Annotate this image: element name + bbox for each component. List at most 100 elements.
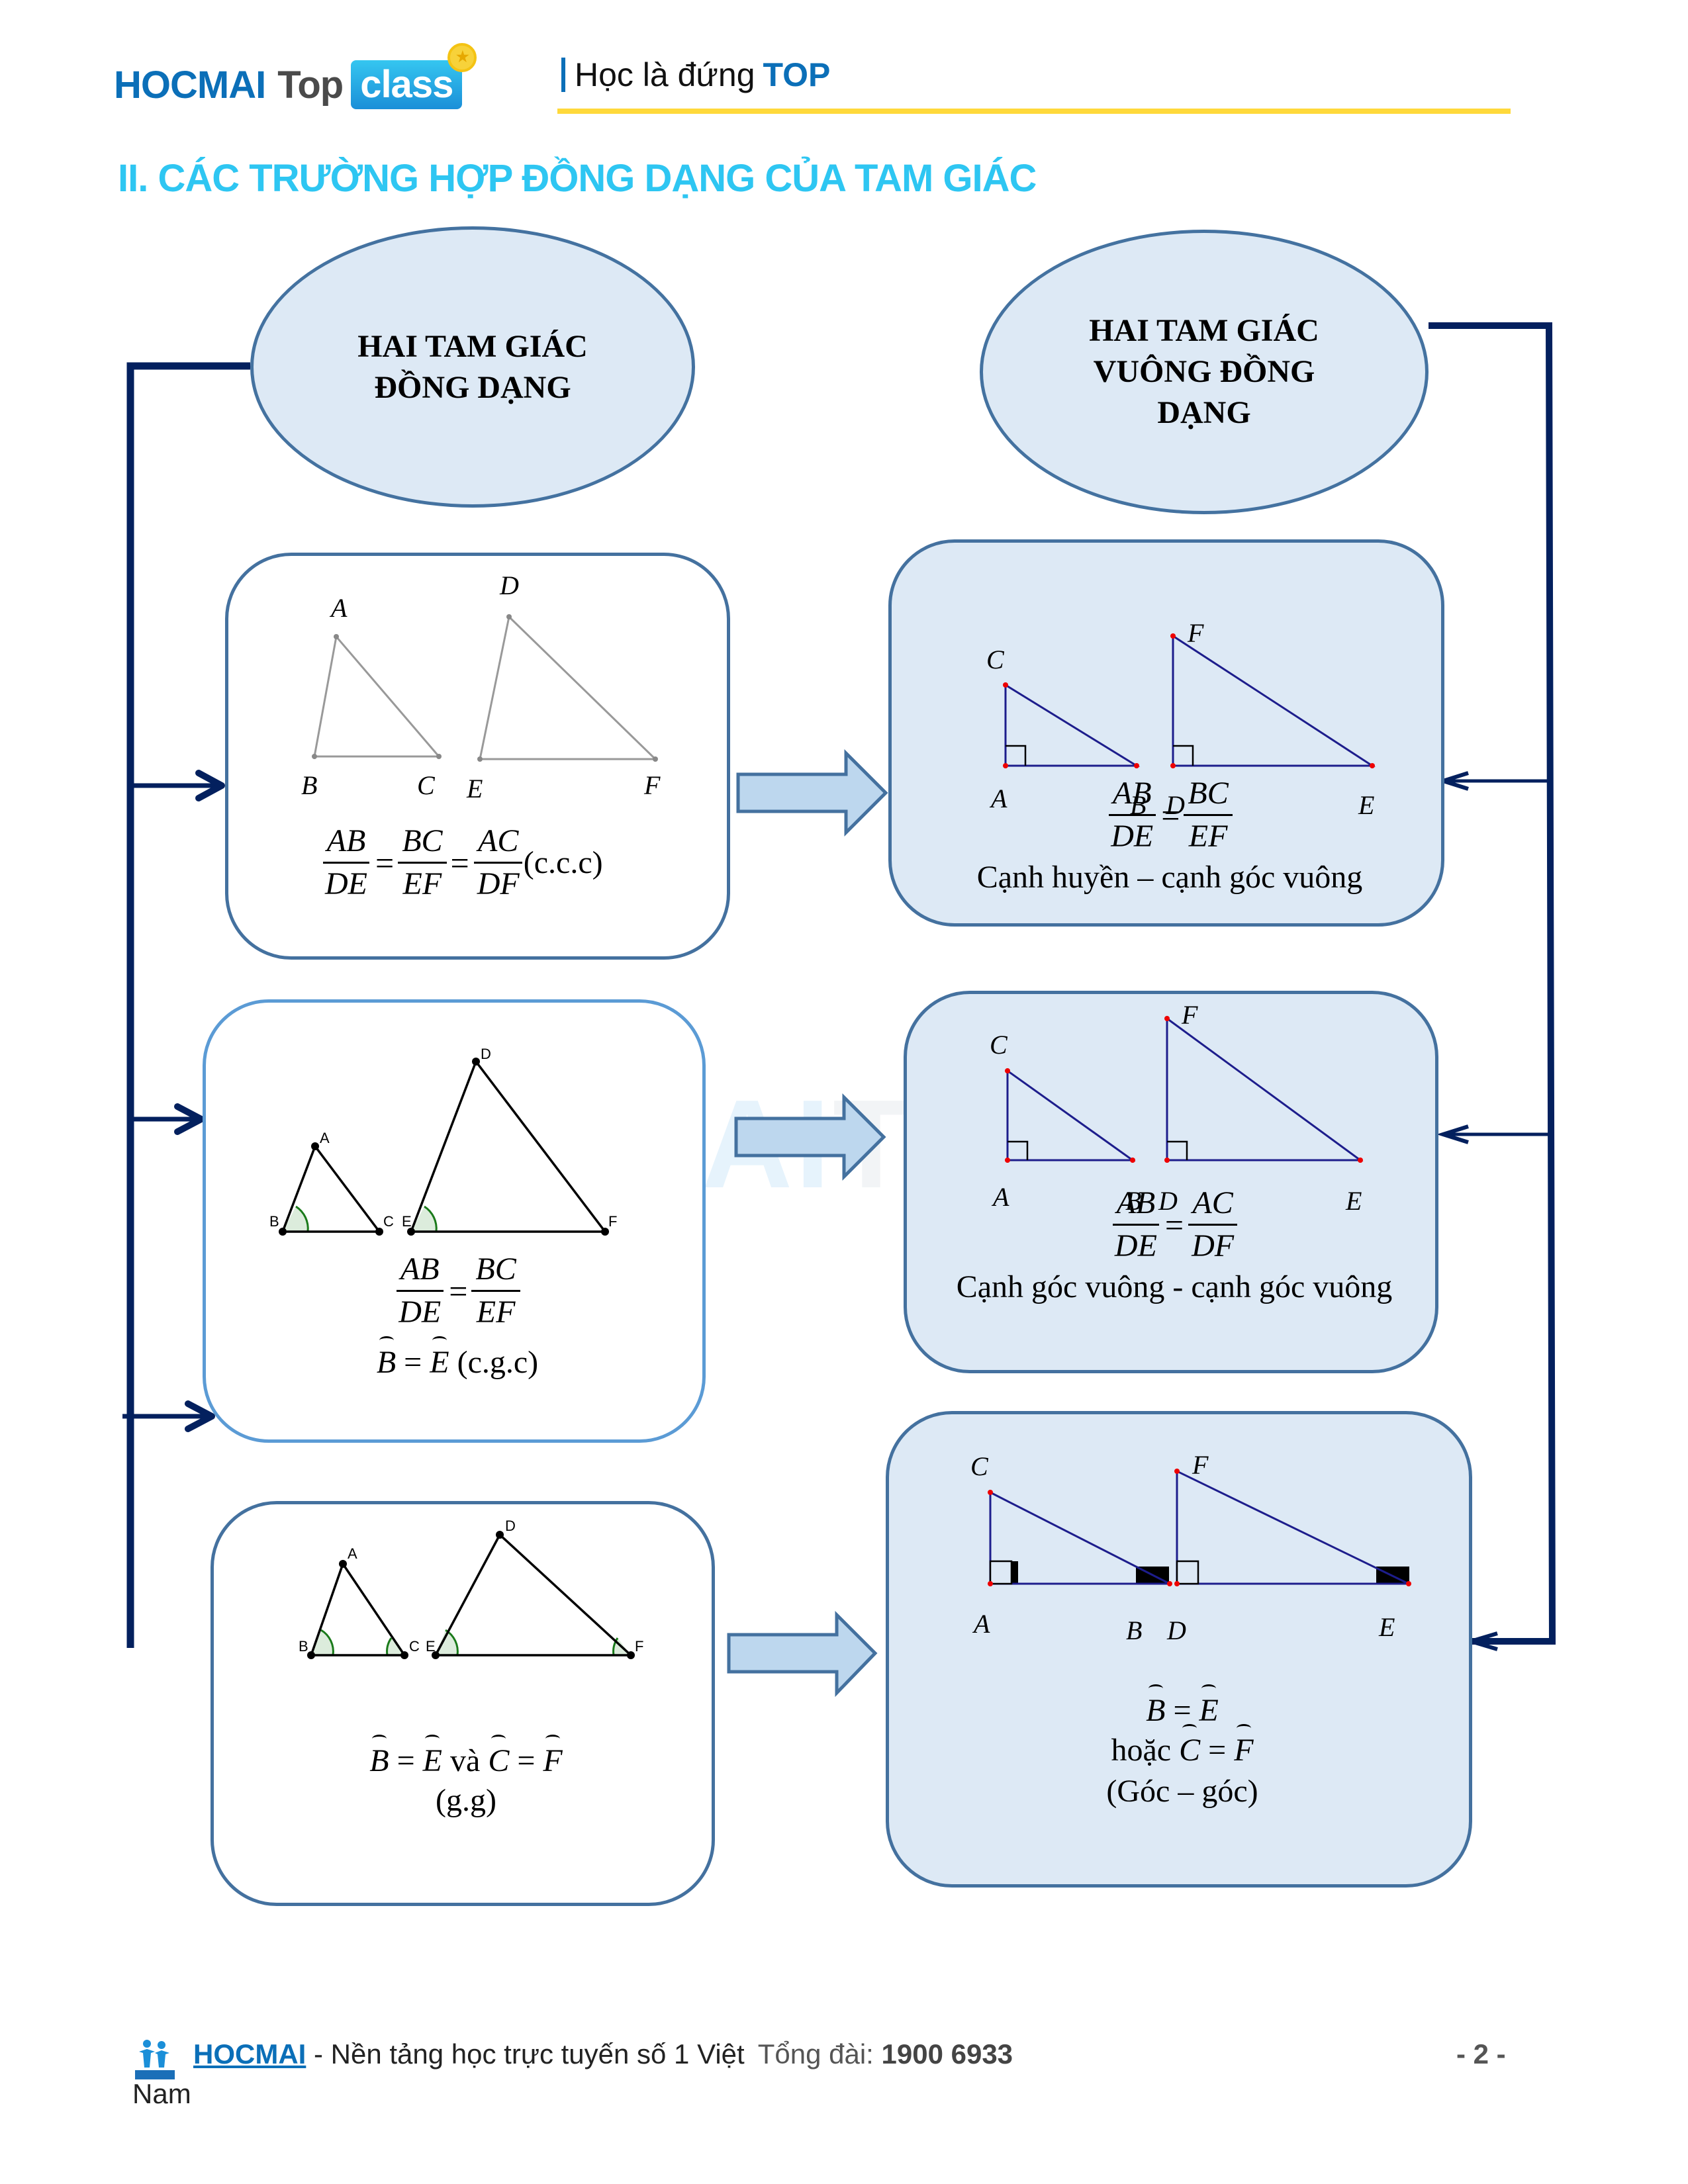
angle-symbol: B [376,1336,397,1380]
vertex-label: D [1165,790,1185,820]
joiner: và [450,1743,481,1778]
case-tag: (c.c.c) [523,845,603,880]
triangle-abc [281,1144,382,1233]
logo-top: Top [277,63,344,107]
angle-equation-2: hoặc C = F [889,1724,1476,1768]
vertex-label: B [299,1638,308,1655]
case-box-gg: A B C D E F B = E và C = F (g.g) [211,1501,715,1906]
angle-equation-cgc: B = E (c.g.c) [206,1336,709,1381]
triangle-abc [313,634,442,758]
vertex-label: A [329,593,348,623]
hocmai-link[interactable]: HOCMAI [193,2038,306,2070]
vertex-label: E [1358,790,1374,820]
heading-line: ĐỒNG DẠNG [374,369,571,405]
slogan-highlight: TOP [763,56,831,93]
slogan-prefix: Học là đứng [575,56,755,93]
equals-sign: = [397,1743,415,1778]
angle-symbol: C [1179,1724,1201,1768]
angle-symbol: B [1146,1684,1166,1728]
header-divider [557,109,1511,114]
triangle-def [409,1059,608,1233]
triangles-cgc: A B C D E F [269,1046,617,1236]
case-box-angle-angle: C A B F D E B = E hoặc C = F (Góc – góc) [886,1411,1472,1888]
triangle-abc [989,1490,1170,1585]
arrowhead-icon [1436,1124,1469,1144]
vertex-label: C [990,1030,1008,1060]
right-connector-line [1429,322,1556,1645]
vertex-label: E [1345,1186,1362,1216]
equals-sign: = [1208,1733,1227,1768]
logo-brand: HOCMAI [114,63,266,107]
logo-class-text: class [360,63,453,106]
vertex-label: D [1158,1186,1178,1216]
angle-symbol: B [369,1735,389,1778]
vertex-label: F [643,770,661,800]
vertex-label: B [269,1213,279,1230]
equals-sign: = [1161,796,1180,834]
vertex-label: E [1378,1612,1395,1642]
triangle-abc [1006,1069,1136,1161]
angle-equation-1: B = E [889,1684,1476,1729]
triangle-abc [1004,683,1141,767]
vertex-label: E [426,1638,436,1655]
vertex-label: D [499,570,519,600]
arrowhead-icon [174,1103,205,1135]
triangles-ccc: A B C D E F [301,570,661,803]
hotline-number: 1900 6933 [881,2038,1013,2070]
heading-line: HAI TAM GIÁC [1089,313,1319,348]
right-triangles-3: C A B F D E [970,1450,1411,1645]
triangle-def [434,1533,634,1657]
vertex-label: C [417,770,436,800]
angle-equation-gg: B = E và C = F [214,1735,718,1779]
arrowhead-icon [185,1400,215,1432]
footer-line: HOCMAI - Nền tảng học trực tuyến số 1 Vi… [193,2038,1013,2070]
vertex-label: F [1192,1450,1209,1480]
block-arrow-3 [727,1610,878,1698]
equals-sign: = [517,1743,536,1778]
case-tag: (c.g.c) [457,1345,539,1380]
vertex-label: B [301,770,317,800]
equals-sign: = [1164,1206,1184,1244]
equals-sign: = [1173,1693,1192,1728]
left-connector-line [126,362,250,1648]
vertex-label: C [409,1638,420,1655]
vertex-label: D [1166,1615,1186,1645]
vertex-label: A [989,784,1008,813]
people-icon [135,2040,175,2079]
vertex-label: C [383,1213,394,1230]
footer-tagline-cont: Nam [132,2078,191,2109]
vertex-label: D [505,1518,516,1534]
slogan-bar [561,58,565,92]
vertex-label: B [1125,1186,1141,1216]
alternative-word: hoặc [1111,1733,1172,1768]
angle-symbol: C [488,1735,510,1778]
triangle-def [479,615,658,760]
equals-sign: = [449,1272,468,1310]
vertex-label: E [402,1213,412,1230]
triangles-gg: A B C D E F [299,1518,643,1659]
case-caption: Cạnh huyền – cạnh góc vuông [976,860,1363,895]
case-caption: (Góc – góc) [1106,1774,1258,1809]
vertex-label: A [320,1130,330,1146]
vertex-label: A [348,1545,357,1562]
triangle-abc [309,1561,407,1657]
equals-sign: = [375,844,395,882]
logo-class: class ★ [351,43,477,109]
heading-ellipse-similar: HAI TAM GIÁC ĐỒNG DẠNG [250,226,695,508]
vertex-label: F [1187,618,1204,648]
triangle-def [1176,1469,1409,1585]
equals-sign: = [450,844,469,882]
block-arrow-1 [736,749,888,837]
angle-symbol: F [1234,1724,1254,1768]
